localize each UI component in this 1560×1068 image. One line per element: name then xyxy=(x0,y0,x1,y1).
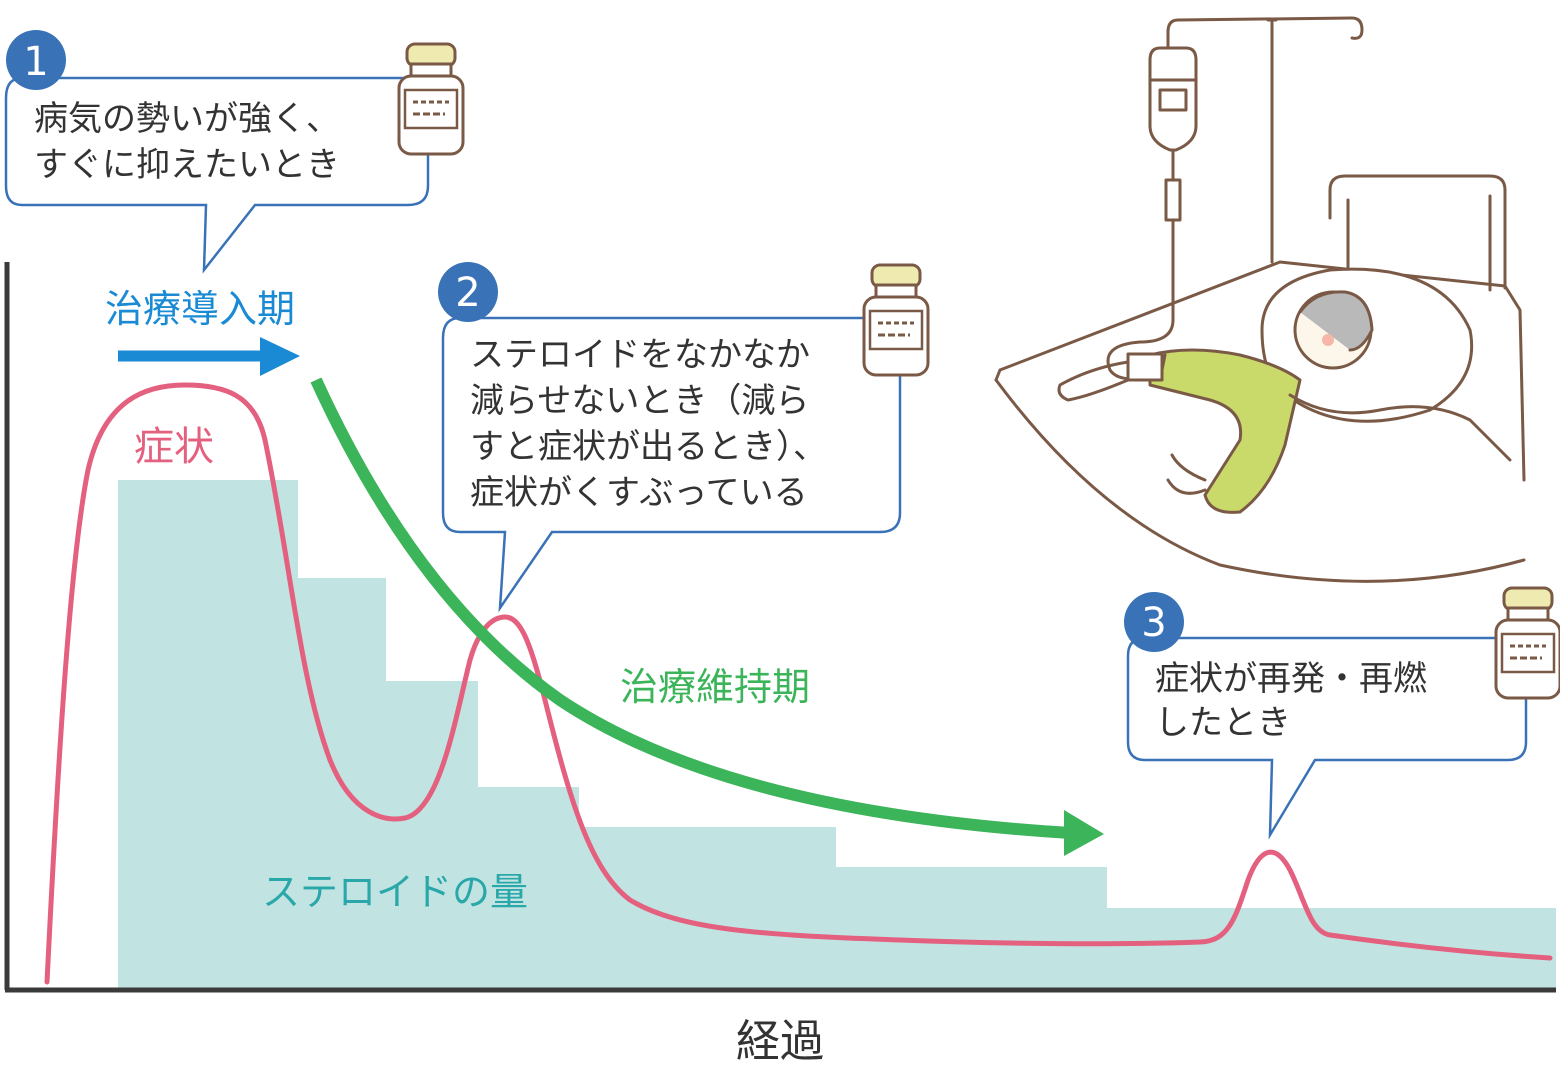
callout-1-line-1: 病気の勢いが強く、 xyxy=(34,99,340,139)
callout-1-number: 1 xyxy=(23,39,48,85)
medicine-bottle-icon xyxy=(1496,588,1560,698)
x-axis-label: 経過 xyxy=(736,1016,824,1067)
callout-1: 1 病気の勢いが強く、 すぐに抑えたいとき xyxy=(6,30,428,270)
callout-3-line-1: 症状が再発・再燃 xyxy=(1155,659,1427,699)
medicine-bottle-icon xyxy=(864,265,928,375)
callout-3-number: 3 xyxy=(1141,600,1166,646)
induction-phase-label: 治療導入期 xyxy=(105,287,295,331)
callout-3-line-2: したとき xyxy=(1155,703,1291,743)
callout-3: 3 症状が再発・再燃 したとき xyxy=(1124,592,1526,835)
patient-in-hospital-bed-illustration xyxy=(996,18,1524,581)
callout-2-line-3: すと症状が出るとき）、 xyxy=(470,427,827,467)
medicine-bottle-icon xyxy=(399,44,463,154)
callout-1-line-2: すぐに抑えたいとき xyxy=(34,145,340,185)
callout-2-line-4: 症状がくすぶっている xyxy=(470,473,808,513)
callout-2: 2 ステロイドをなかなか 減らせないとき（減ら すと症状が出るとき）、 症状がく… xyxy=(438,262,900,608)
symptom-label: 症状 xyxy=(134,424,214,470)
callout-2-number: 2 xyxy=(455,270,480,316)
callout-2-line-1: ステロイドをなかなか xyxy=(470,335,810,375)
callout-2-line-2: 減らせないとき（減ら xyxy=(470,381,809,421)
maintenance-phase-label: 治療維持期 xyxy=(620,665,810,709)
induction-arrow xyxy=(118,337,300,376)
steroid-amount-label: ステロイドの量 xyxy=(262,870,528,914)
